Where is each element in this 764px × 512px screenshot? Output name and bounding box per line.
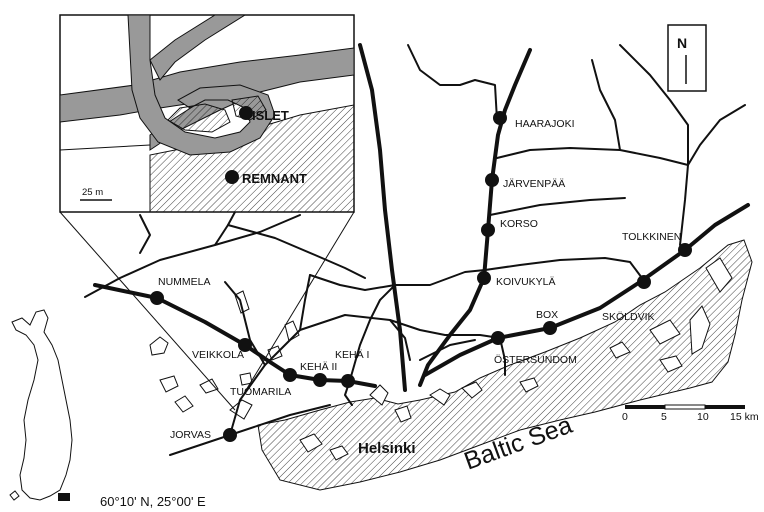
marker-jorvas [223, 428, 237, 442]
scale-tick-5: 5 [661, 411, 667, 423]
location-labels: HAARAJOKI JÄRVENPÄÄ KORSO KOIVUKYLÄ TOLK… [158, 118, 681, 441]
marker-nummela [150, 291, 164, 305]
marker-korso [481, 223, 495, 237]
label-skoldvik: SKÖLDVIK [602, 311, 655, 323]
inset-remnant-label: REMNANT [242, 171, 307, 186]
marker-box [543, 321, 557, 335]
marker-jarvenpaa [485, 173, 499, 187]
label-veikkola: VEIKKOLA [192, 349, 244, 361]
label-jarvenpaa: JÄRVENPÄÄ [503, 178, 565, 190]
label-koivukyla: KOIVUKYLÄ [496, 276, 556, 288]
label-ostersundom: ÖSTERSUNDOM [494, 354, 577, 366]
scale-tick-15: 15 km [730, 411, 759, 423]
inset-islet-marker [239, 106, 253, 120]
inset-connectors [59, 211, 355, 411]
inset-road-ramp [149, 15, 246, 81]
scale-tick-10: 10 [697, 411, 709, 423]
scale-bar: 0 5 10 15 km [622, 404, 759, 423]
label-tuomarila: TUOMARILA [230, 386, 291, 398]
finland-locator [9, 309, 73, 501]
label-keha2: KEHÄ II [300, 361, 337, 373]
inset-remnant-marker [225, 170, 239, 184]
inset-islet-label: ISLET [252, 108, 289, 123]
label-haarajoki: HAARAJOKI [515, 118, 575, 130]
coordinates-label: 60°10' N, 25°00' E [100, 494, 206, 509]
locator-box [58, 493, 70, 501]
marker-keha1-a [313, 373, 327, 387]
marker-haarajoki [493, 111, 507, 125]
location-markers [150, 111, 692, 442]
label-keha1: KEHÄ I [335, 349, 369, 361]
marker-tolkkinen [678, 243, 692, 257]
label-nummela: NUMMELA [158, 276, 211, 288]
label-korso: KORSO [500, 218, 538, 230]
marker-koivukyla [477, 271, 491, 285]
scale-tick-0: 0 [622, 411, 628, 423]
marker-veikkola [238, 338, 252, 352]
inset-islet-area [167, 103, 231, 133]
marker-skoldvik [637, 275, 651, 289]
north-arrow: N [667, 24, 707, 92]
coastal-zone [257, 239, 753, 491]
label-tolkkinen: TOLKKINEN [622, 231, 681, 243]
marker-ostersundom [491, 331, 505, 345]
inset-scale-label: 25 m [82, 187, 103, 198]
inset-remnant-area [149, 104, 354, 212]
label-jorvas: JORVAS [170, 429, 211, 441]
city-label: Helsinki [358, 440, 416, 457]
islands [149, 257, 733, 461]
marker-keha1-b [341, 374, 355, 388]
label-box: BOX [536, 309, 558, 321]
north-label: N [677, 35, 687, 51]
marker-keha2 [283, 368, 297, 382]
inset-map: ISLET REMNANT 25 m [59, 14, 355, 213]
